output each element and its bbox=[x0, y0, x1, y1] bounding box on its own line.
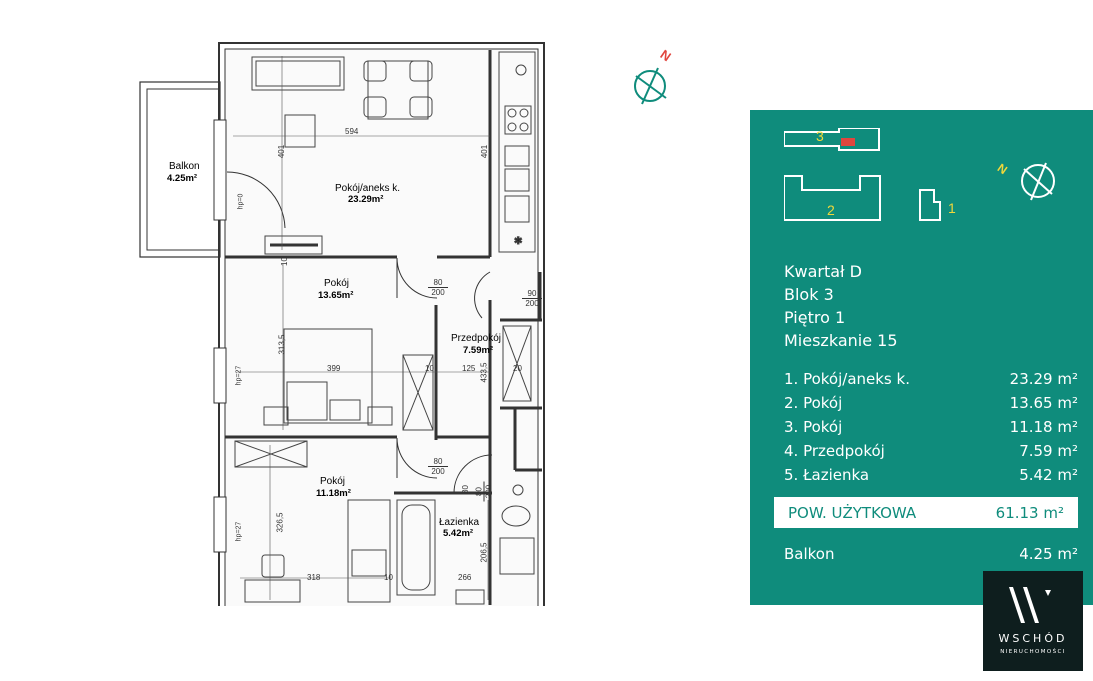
key-plan-label-3: 3 bbox=[816, 128, 824, 144]
svg-text:✱: ✱ bbox=[514, 236, 522, 247]
room-name-hall: Przedpokój bbox=[451, 333, 502, 344]
dim-20: 20 bbox=[513, 364, 522, 373]
floor: Piętro 1 bbox=[784, 308, 846, 327]
balcony-row: Balkon 4.25 m² bbox=[784, 542, 1078, 566]
dining-table bbox=[363, 60, 433, 120]
key-plan-diagram bbox=[783, 127, 1055, 221]
dim-125: 125 bbox=[462, 364, 476, 373]
dim-266: 266 bbox=[458, 573, 472, 582]
district: Kwartał D bbox=[784, 262, 862, 281]
room-name-bathroom: Łazienka bbox=[439, 517, 480, 528]
dim-2065: 206,5 bbox=[479, 542, 489, 563]
dim-10-room3: 10 bbox=[384, 573, 393, 582]
dim-4335: 433,5 bbox=[479, 362, 489, 383]
dim-10-bedroom: 10 bbox=[425, 364, 434, 373]
info-panel: 3 2 1 N Kwartał D Blok 3 Piętro 1 Mieszk… bbox=[750, 110, 1093, 605]
room-area-room3: 11.18m² bbox=[316, 488, 351, 499]
dim-399: 399 bbox=[327, 364, 341, 373]
key-plan: 3 2 1 N bbox=[783, 127, 1064, 248]
door-swings bbox=[226, 171, 493, 494]
brand-logo: WSCHÓD NIERUCHOMOŚCI bbox=[983, 571, 1083, 671]
dim-313: 313,5 bbox=[277, 334, 287, 355]
room-name-room3: Pokój bbox=[320, 476, 346, 487]
wardrobe bbox=[402, 354, 434, 431]
dimension-lines bbox=[233, 56, 490, 600]
total-label: POW. UŻYTKOWA bbox=[788, 503, 917, 522]
desk bbox=[244, 554, 301, 603]
wardrobe-room3 bbox=[234, 440, 308, 468]
bottom-margin bbox=[0, 606, 983, 681]
compass: N bbox=[626, 47, 686, 108]
bathroom-fixtures bbox=[396, 484, 535, 605]
hp-0: hp=0 bbox=[237, 193, 245, 210]
interior-walls bbox=[225, 50, 542, 605]
floor-plan: ✱ bbox=[139, 42, 545, 609]
logo-name: WSCHÓD bbox=[998, 632, 1068, 645]
bed bbox=[263, 328, 393, 426]
dim-594: 594 bbox=[345, 127, 359, 136]
location: Kwartał D Blok 3 Piętro 1 Mieszkanie 15 bbox=[784, 260, 1078, 352]
wardrobe-hall bbox=[502, 325, 532, 402]
block: Blok 3 bbox=[784, 285, 834, 304]
room-name-living: Pokój/aneks k. bbox=[335, 183, 401, 194]
room-area-bedroom: 13.65m² bbox=[318, 290, 354, 301]
compass-icon bbox=[634, 67, 667, 105]
room-area-hall: 7.59m² bbox=[463, 345, 494, 356]
dim-318: 318 bbox=[307, 573, 321, 582]
room-area-living: 23.29m² bbox=[348, 194, 384, 205]
windows bbox=[213, 119, 227, 553]
hp-27-room3: hp=27 bbox=[235, 521, 243, 542]
apartment-number: Mieszkanie 15 bbox=[784, 331, 898, 350]
logo-w-mark bbox=[1009, 587, 1051, 623]
apartment-info: Kwartał D Blok 3 Piętro 1 Mieszkanie 15 … bbox=[774, 260, 1078, 566]
balcony-value: 4.25 m² bbox=[1019, 545, 1078, 563]
logo-subtitle: NIERUCHOMOŚCI bbox=[1000, 649, 1066, 655]
room-row: 1. Pokój/aneks k.23.29 m² bbox=[784, 370, 1078, 388]
dim-80-bath: 80 bbox=[460, 485, 470, 494]
sofa bbox=[251, 56, 345, 91]
room-name-bedroom: Pokój bbox=[324, 278, 350, 289]
total-area: POW. UŻYTKOWA 61.13 m² bbox=[774, 497, 1078, 528]
tv-cabinet bbox=[264, 235, 323, 255]
dim-3265: 326,5 bbox=[275, 512, 285, 533]
dim-401-right: 401 bbox=[480, 144, 490, 159]
hp-27-bedroom: hp=27 bbox=[235, 365, 243, 386]
key-plan-label-2: 2 bbox=[827, 202, 835, 218]
single-bed bbox=[347, 499, 391, 603]
dim-401-left: 401 bbox=[277, 144, 287, 159]
kitchen-counter: ✱ bbox=[498, 51, 536, 253]
room-name-balcony: Balkon bbox=[169, 161, 200, 172]
dim-10-living: 10 bbox=[279, 257, 289, 266]
coffee-table bbox=[284, 114, 316, 148]
outer-walls bbox=[218, 42, 545, 609]
total-value: 61.13 m² bbox=[995, 503, 1064, 522]
room-area-balcony: 4.25m² bbox=[167, 173, 198, 184]
key-plan-label-1: 1 bbox=[948, 200, 956, 216]
room-area-bathroom: 5.42m² bbox=[443, 528, 474, 539]
balcony-label: Balkon bbox=[784, 545, 835, 563]
